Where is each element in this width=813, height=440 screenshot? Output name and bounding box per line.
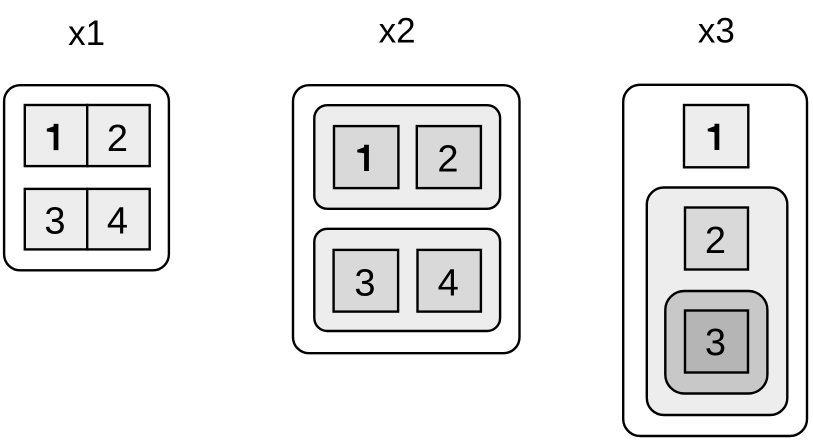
svg-text:x1: x1 (68, 14, 105, 53)
svg-text:2: 2 (107, 118, 128, 160)
svg-text:x3: x3 (698, 12, 735, 51)
svg-text:3: 3 (44, 200, 65, 242)
svg-text:x2: x2 (379, 12, 416, 51)
svg-text:2: 2 (705, 220, 726, 262)
svg-text:3: 3 (354, 262, 375, 304)
svg-text:2: 2 (437, 139, 458, 181)
svg-text:3: 3 (705, 322, 726, 364)
svg-text:4: 4 (438, 262, 459, 304)
svg-text:4: 4 (107, 200, 128, 242)
